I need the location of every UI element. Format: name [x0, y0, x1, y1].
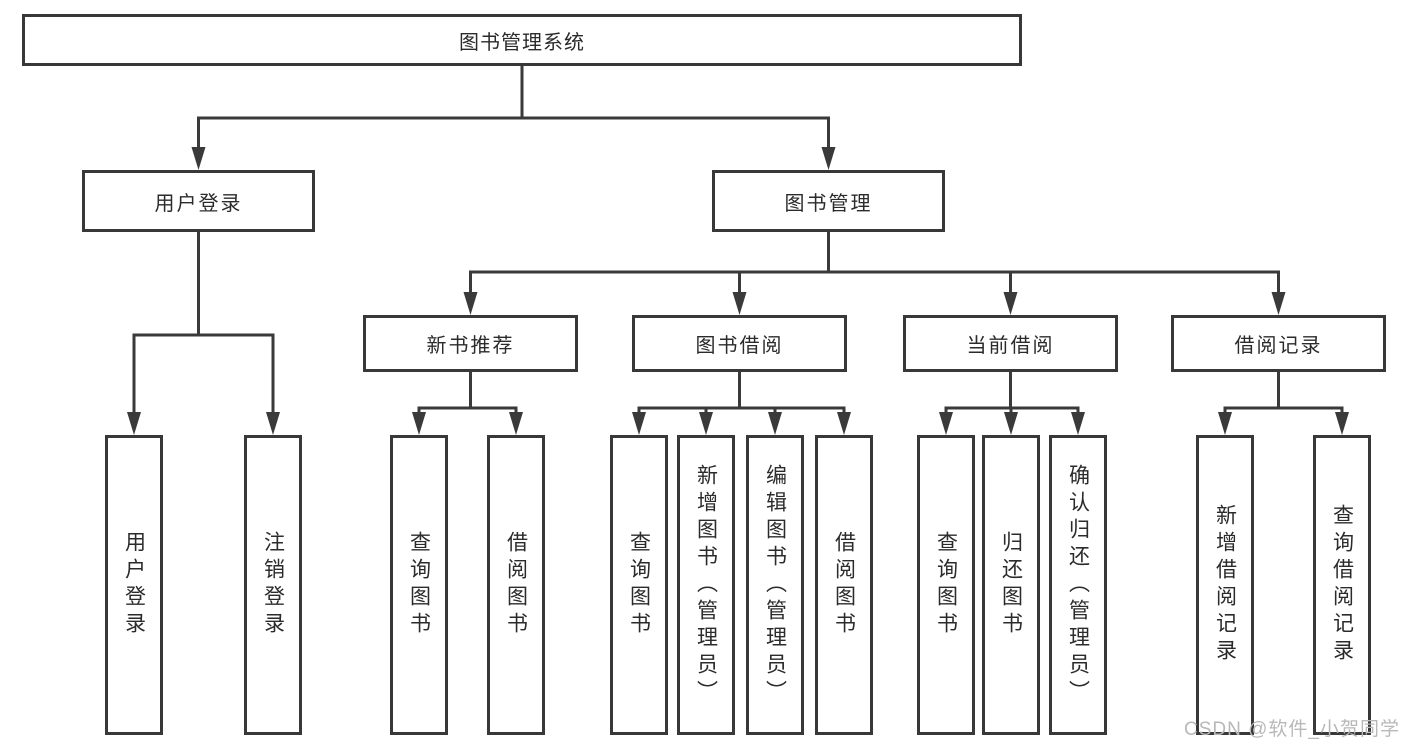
leaf-logout: 注销登录	[244, 435, 302, 735]
node-root: 图书管理系统	[22, 14, 1022, 66]
leaf-user-login-label: 用户登录	[122, 531, 146, 639]
leaf-return-books-label: 归还图书	[999, 531, 1023, 639]
leaf-query-books-current-label: 查询图书	[934, 531, 958, 639]
leaf-query-books-borrow: 查询图书	[610, 435, 668, 735]
leaf-borrow-books-recommend-label: 借阅图书	[504, 531, 528, 639]
leaf-add-borrow-record: 新增借阅记录	[1196, 435, 1254, 735]
leaf-add-books-admin: 新增图书（管理员）	[677, 435, 735, 735]
watermark: CSDN @软件_小贺同学	[1184, 719, 1400, 740]
leaf-query-books-borrow-label: 查询图书	[627, 531, 651, 639]
node-user-login: 用户登录	[82, 170, 315, 232]
node-new-book-recommend-label: 新书推荐	[426, 335, 515, 357]
leaf-user-login: 用户登录	[105, 435, 163, 735]
leaf-confirm-return-admin: 确认归还（管理员）	[1049, 435, 1107, 735]
leaf-logout-label: 注销登录	[261, 531, 285, 639]
leaf-query-borrow-record: 查询借阅记录	[1313, 435, 1371, 735]
leaf-query-books-recommend-label: 查询图书	[407, 531, 431, 639]
node-current-borrow: 当前借阅	[903, 315, 1118, 372]
leaf-borrow-books-recommend: 借阅图书	[487, 435, 545, 735]
leaf-query-books-current: 查询图书	[917, 435, 975, 735]
leaf-return-books: 归还图书	[982, 435, 1040, 735]
leaf-borrow-books-label: 借阅图书	[832, 531, 856, 639]
leaf-query-books-recommend: 查询图书	[390, 435, 448, 735]
leaf-borrow-books: 借阅图书	[815, 435, 873, 735]
leaf-edit-books-admin: 编辑图书（管理员）	[746, 435, 804, 735]
leaf-confirm-return-admin-label: 确认归还（管理员）	[1066, 463, 1090, 707]
node-book-management: 图书管理	[712, 170, 945, 232]
leaf-add-borrow-record-label: 新增借阅记录	[1213, 504, 1237, 666]
leaf-edit-books-admin-label: 编辑图书（管理员）	[763, 463, 787, 707]
node-new-book-recommend: 新书推荐	[363, 315, 578, 372]
node-borrow-records: 借阅记录	[1171, 315, 1386, 372]
node-borrow-records-label: 借阅记录	[1234, 335, 1323, 357]
node-current-borrow-label: 当前借阅	[966, 335, 1055, 357]
node-book-borrow: 图书借阅	[632, 315, 847, 372]
leaf-query-borrow-record-label: 查询借阅记录	[1330, 504, 1354, 666]
node-book-borrow-label: 图书借阅	[695, 335, 784, 357]
leaf-add-books-admin-label: 新增图书（管理员）	[694, 463, 718, 707]
node-user-login-label: 用户登录	[154, 192, 243, 215]
node-book-management-label: 图书管理	[784, 192, 873, 215]
node-root-label: 图书管理系统	[459, 31, 585, 54]
